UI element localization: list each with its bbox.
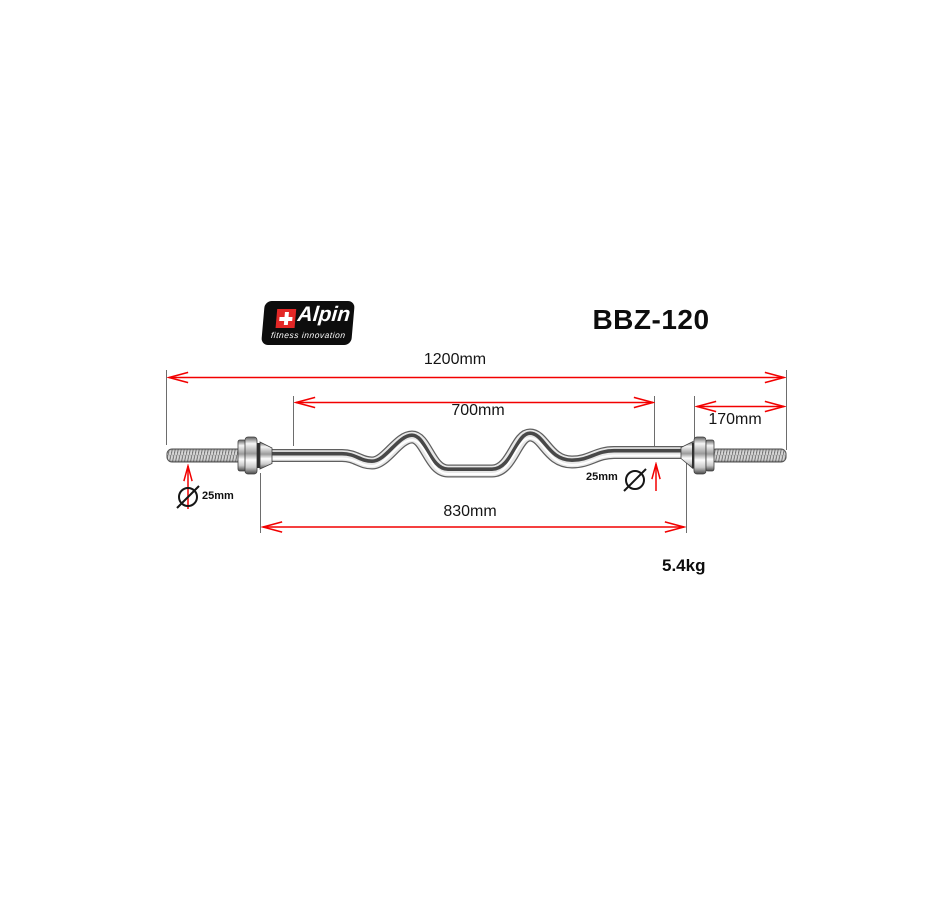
brand-tagline: fitness innovation	[270, 330, 347, 340]
right-collar	[680, 436, 715, 475]
left-thread	[166, 448, 244, 463]
dim-label-total: 1200mm	[423, 351, 487, 368]
left-collar	[237, 436, 273, 475]
brand-name: Alpin	[296, 303, 352, 326]
dim-label-diameter-right: 25mm	[586, 471, 618, 483]
bar-shaft	[269, 433, 687, 474]
diameter-icon-right	[623, 468, 647, 492]
diameter-icon-left	[176, 485, 200, 509]
diameter-icons	[176, 468, 647, 509]
weight-label: 5.4kg	[662, 556, 706, 575]
right-thread	[710, 448, 787, 463]
dim-label-sleeve: 170mm	[708, 411, 762, 428]
dim-label-inner: 830mm	[443, 503, 497, 520]
dimension-arrows	[169, 378, 784, 528]
brand-logo: Alpin fitness innovation	[261, 301, 355, 345]
swiss-cross-icon	[275, 309, 297, 328]
dim-label-grip: 700mm	[451, 402, 505, 419]
model-number: BBZ-120	[592, 304, 710, 335]
dim-label-diameter-left: 25mm	[202, 490, 234, 502]
